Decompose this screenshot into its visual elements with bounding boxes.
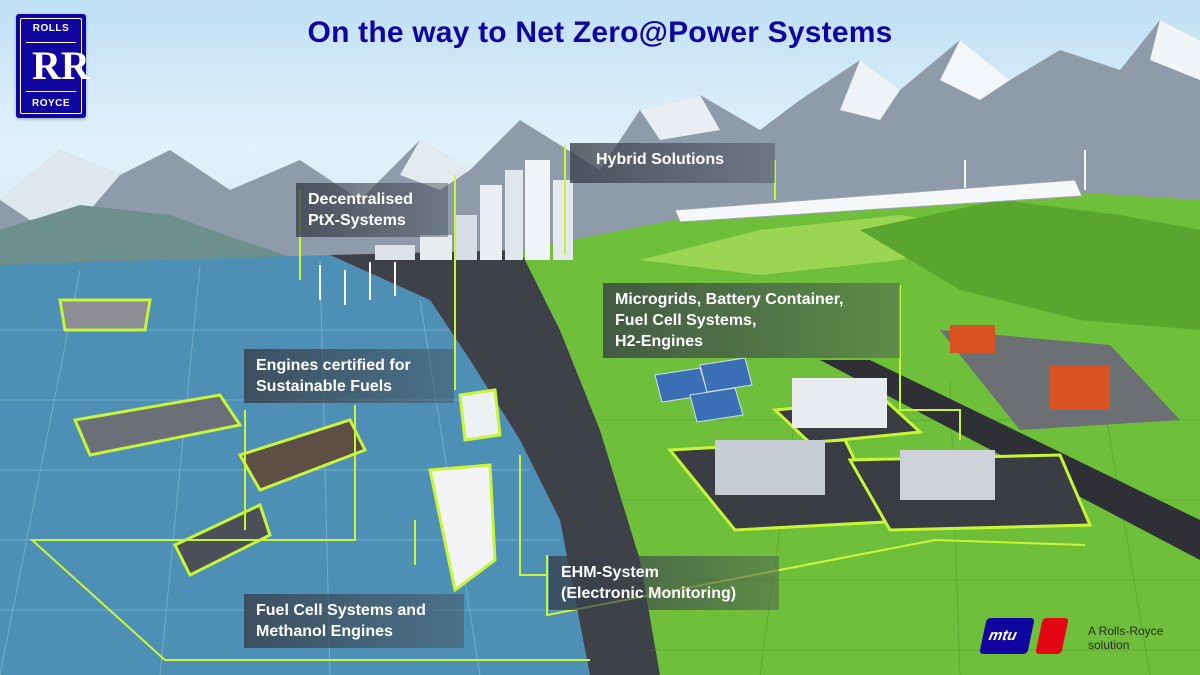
page-title: On the way to Net Zero@Power Systems [307,16,893,49]
label-line: Sustainable Fuels [256,378,393,395]
tagline-line: A Rolls-Royce [1088,624,1164,638]
tagline-line: solution [1088,638,1130,652]
label-line: EHM-System [561,564,659,581]
label-decentralised-ptx: Decentralised PtX-Systems [296,183,448,237]
city-skyline [375,160,573,260]
hybrid-train [674,179,1083,223]
label-line: (Electronic Monitoring) [561,585,737,602]
snow-cap [400,140,470,190]
solar-panels [654,357,753,423]
snow-cap [0,150,120,220]
battery-container [792,378,887,428]
hill-shadow [860,200,1200,330]
label-line: Decentralised [308,191,413,208]
rr-monogram: RR [26,42,90,92]
label-line: Engines certified for [256,357,411,374]
label-hybrid-solutions: Hybrid Solutions [570,143,775,183]
label-line: Methanol Engines [256,623,393,640]
label-line: Fuel Cell Systems and [256,602,426,619]
label-line: Fuel Cell Systems, [615,312,757,329]
excavator [1050,365,1110,410]
logo-text-top: ROLLS [32,23,70,34]
snow-cap [1150,20,1200,80]
hills-left [0,205,300,275]
rolls-royce-tagline: A Rolls-Royce solution [1088,624,1163,652]
snow-cap [940,40,1010,100]
label-fuel-cell-methanol: Fuel Cell Systems and Methanol Engines [244,594,464,648]
mtu-logo-blue: mtu [979,618,1035,654]
label-line: PtX-Systems [308,212,406,229]
rr-monogram-text: RR [32,43,90,88]
label-engines-certified: Engines certified for Sustainable Fuels [244,349,454,403]
label-microgrids: Microgrids, Battery Container, Fuel Cell… [603,283,900,358]
snow-cap [840,60,900,120]
logo-text-bottom: ROYCE [31,98,71,109]
label-line: H2-Engines [615,333,704,350]
fuel-cell-unit [900,450,995,500]
logo-frame [20,18,82,114]
mtu-logo-text: mtu [987,627,1019,644]
label-line: Microgrids, Battery Container, [615,291,844,308]
mining-truck [950,325,995,353]
snow-cap [640,95,720,140]
label-ehm-system: EHM-System (Electronic Monitoring) [549,556,779,610]
rolls-royce-logo: ROLLS RR ROYCE [16,14,90,118]
label-line: Hybrid Solutions [596,151,724,168]
genset [715,440,825,495]
